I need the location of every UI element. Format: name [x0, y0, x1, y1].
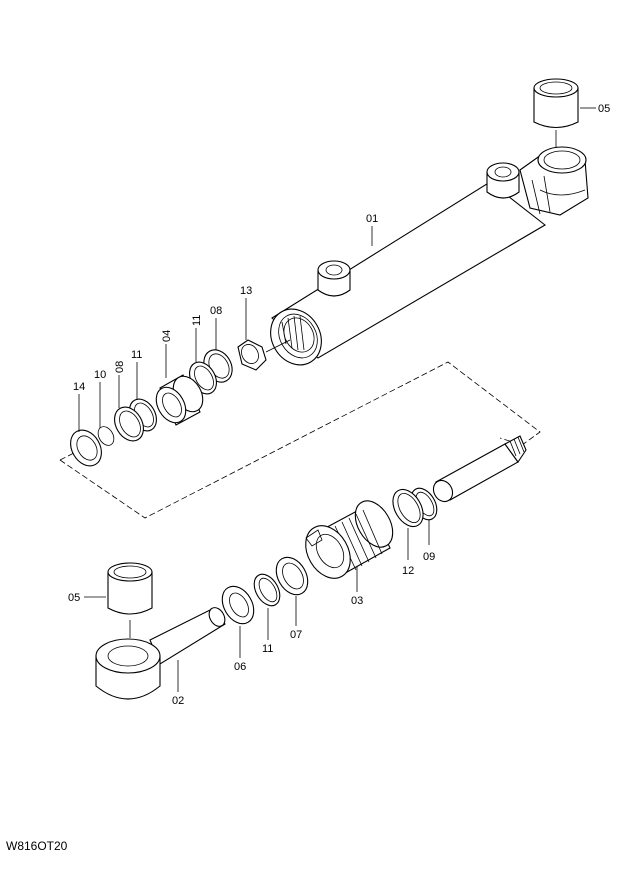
nut-part-13: [237, 339, 291, 371]
washer-part-14: [70, 429, 102, 467]
label-06: 06: [234, 661, 246, 673]
label-05-top: 05: [598, 103, 610, 115]
label-04: 04: [161, 330, 173, 342]
bushing-part-05-bottom: [107, 562, 153, 638]
label-01: 01: [366, 213, 378, 225]
cylinder-tube-part-01: [270, 146, 589, 366]
label-03: 03: [351, 595, 363, 607]
ring-part-08-lower: [114, 406, 144, 442]
label-08-upper: 08: [210, 305, 222, 317]
label-10: 10: [94, 369, 106, 381]
label-12: 12: [402, 565, 414, 577]
piston-part-04: [155, 374, 204, 426]
part-labels: 05 01 13 08 11 04 11 08 10 14 12 09 03 0…: [68, 103, 610, 707]
bushing-part-05-top: [533, 78, 579, 148]
ring-part-11-rod: [253, 573, 281, 607]
rod-eye-part-02: [95, 607, 226, 700]
label-14: 14: [73, 381, 85, 393]
label-08-lower: 08: [114, 361, 126, 373]
wiper-part-06: [221, 585, 255, 625]
ring-part-12: [392, 488, 424, 528]
label-07: 07: [290, 629, 302, 641]
seal-part-07: [275, 556, 309, 596]
label-05-bottom: 05: [68, 592, 80, 604]
label-11-lower: 11: [131, 349, 142, 361]
label-11-upper: 11: [191, 315, 203, 326]
piston-rod: [432, 435, 527, 503]
drawing-code: W816OT20: [6, 839, 68, 853]
label-13: 13: [240, 285, 252, 297]
label-02: 02: [172, 695, 184, 707]
assembly-outline-left: [59, 451, 77, 461]
ring-part-10: [97, 426, 115, 446]
label-09: 09: [423, 551, 435, 563]
label-11-rod: 11: [262, 643, 273, 655]
leader-lines: [78, 107, 596, 692]
rod-cover-part-03: [305, 500, 394, 579]
